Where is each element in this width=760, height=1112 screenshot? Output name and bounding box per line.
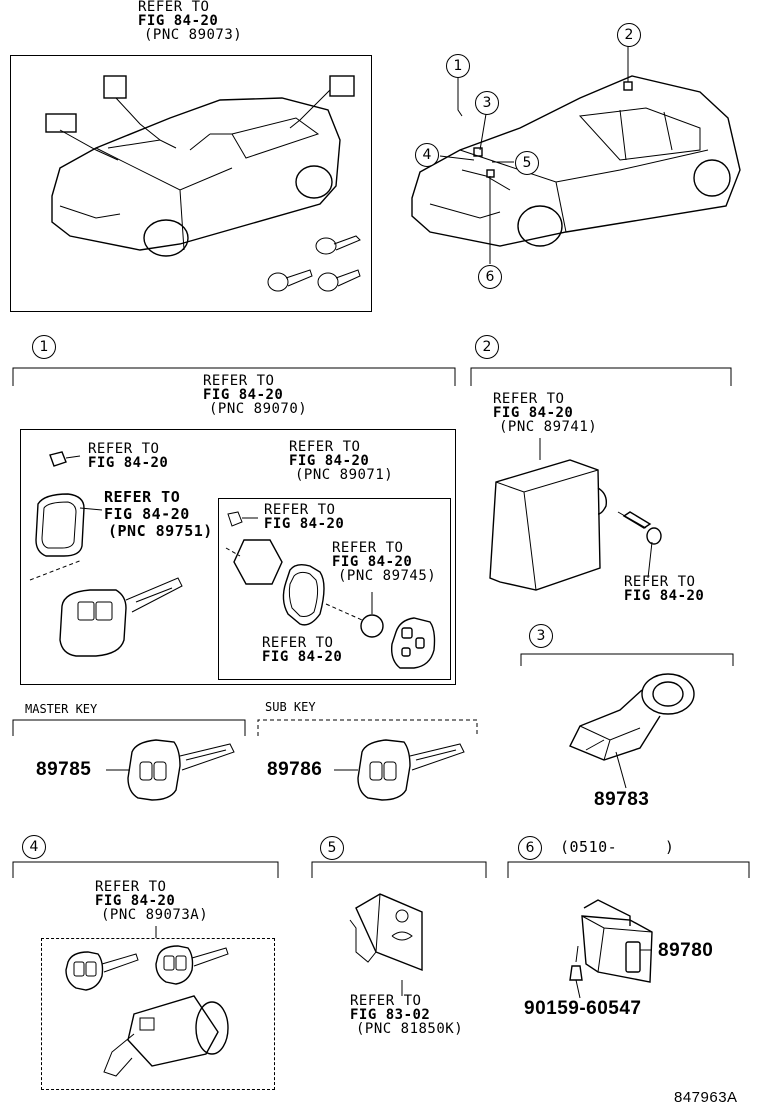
sec5-fig: FIG 83-02 [350, 1007, 431, 1023]
section3-number: 3 [529, 624, 553, 648]
sec2-fig: FIG 84-20 [493, 405, 574, 421]
top-left-frame [10, 55, 372, 312]
section4-frame [41, 938, 275, 1090]
sec1-ref-b-pnc: (PNC 89751) [108, 522, 213, 540]
sub-key-label: SUB KEY [265, 700, 316, 714]
section3-drawing [569, 673, 695, 789]
section1-drawings [29, 451, 436, 669]
top-right-car-drawing [411, 46, 741, 264]
section4-drawing [65, 926, 229, 1077]
part-89780: 89780 [658, 940, 714, 961]
part-89783: 89783 [594, 789, 650, 810]
part-89786: 89786 [267, 759, 323, 780]
sec4-fig: FIG 84-20 [95, 893, 176, 909]
sec2-bolt-refer: REFER TO [624, 574, 696, 590]
section5-drawing [349, 893, 423, 996]
section1-frame [20, 429, 456, 685]
section1-bracket [12, 367, 750, 878]
section4-number: 4 [22, 835, 46, 859]
sec1-ref-b-refer: REFER TO [104, 488, 181, 506]
section2-number: 2 [475, 335, 499, 359]
top-left-refer: REFER TO [138, 0, 210, 15]
sec1-ref-e-refer: REFER TO [262, 635, 334, 651]
callout-5: 5 [515, 151, 539, 175]
section1-number: 1 [32, 335, 56, 359]
sec1-ref-d-pnc: (PNC 89745) [338, 568, 437, 584]
sec4-refer: REFER TO [95, 879, 167, 895]
sec1-ref-a-refer: REFER TO [88, 441, 160, 457]
master-key-drawing [12, 719, 246, 801]
callout-1: 1 [446, 54, 470, 78]
top-left-car-drawing [45, 75, 361, 292]
section6-number: 6 [518, 836, 542, 860]
callout-4: 4 [415, 143, 439, 167]
section6-drawing [569, 899, 653, 999]
sec1-main-pnc: (PNC 89070) [209, 401, 308, 417]
sec4-pnc: (PNC 89073A) [101, 907, 209, 923]
figure-code: 847963A [674, 1089, 738, 1106]
callout-3: 3 [475, 91, 499, 115]
sec5-refer: REFER TO [350, 993, 422, 1009]
top-left-fig: FIG 84-20 [138, 13, 219, 29]
section5-number: 5 [320, 836, 344, 860]
callout-6: 6 [478, 265, 502, 289]
master-key-label: MASTER KEY [25, 702, 98, 716]
sec1-ref-b-fig: FIG 84-20 [104, 505, 190, 523]
sec2-bolt-fig: FIG 84-20 [624, 588, 705, 604]
sub-key-drawing [257, 719, 478, 801]
part-89785: 89785 [36, 759, 92, 780]
sec2-refer: REFER TO [493, 391, 565, 407]
sec1-ref-c-refer: REFER TO [264, 502, 336, 518]
sec5-pnc: (PNC 81850K) [356, 1021, 464, 1037]
callout-2: 2 [617, 23, 641, 47]
part-90159-60547: 90159-60547 [524, 998, 642, 1019]
sec1-ref-a-fig: FIG 84-20 [88, 455, 169, 471]
sec1-main-fig: FIG 84-20 [203, 387, 284, 403]
sec6-date-range: (0510- ) [560, 838, 675, 856]
sec2-pnc: (PNC 89741) [499, 419, 598, 435]
sec1-sub-pnc: (PNC 89071) [295, 467, 394, 483]
sec1-sub-refer: REFER TO [289, 439, 361, 455]
sec1-main-refer: REFER TO [203, 373, 275, 389]
sec1-ref-c-fig: FIG 84-20 [264, 516, 345, 532]
sec1-ref-d-refer: REFER TO [332, 540, 404, 556]
sec1-ref-d-fig: FIG 84-20 [332, 554, 413, 570]
top-left-pnc: (PNC 89073) [144, 27, 243, 43]
sec1-ref-e-fig: FIG 84-20 [262, 649, 343, 665]
section1-subframe [218, 498, 451, 680]
sec1-sub-fig: FIG 84-20 [289, 453, 370, 469]
section2-ecu-drawing [489, 438, 662, 591]
